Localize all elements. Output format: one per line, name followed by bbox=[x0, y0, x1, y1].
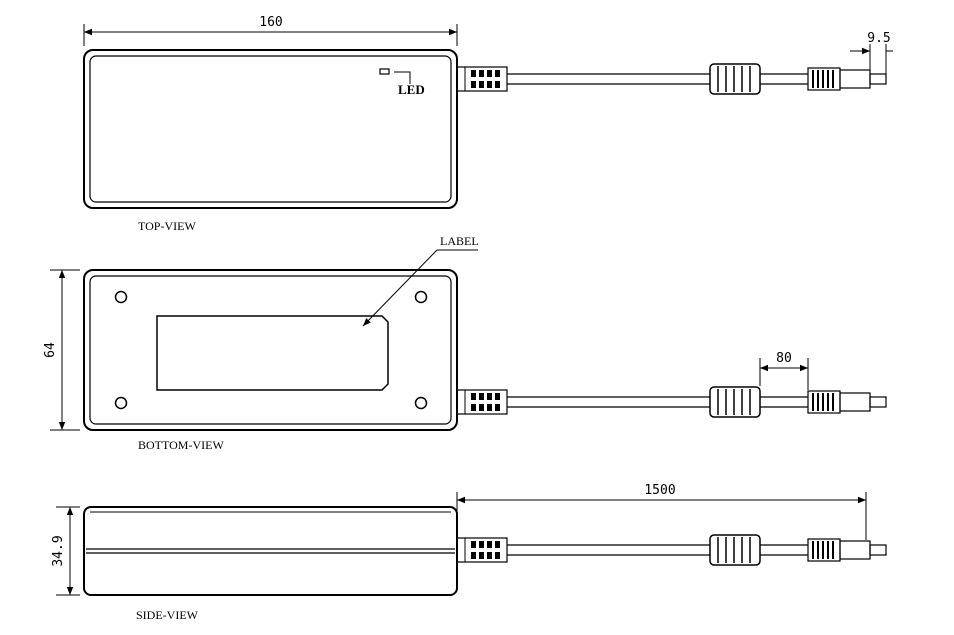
cable-assembly-top bbox=[456, 63, 887, 95]
led-indicator bbox=[379, 68, 390, 75]
dc-plug-barrel bbox=[839, 69, 871, 89]
ferrite-core bbox=[709, 63, 761, 95]
cable-assembly-side bbox=[456, 534, 887, 566]
dimension-length: 160 bbox=[259, 15, 282, 30]
dimension-cable-length: 1500 bbox=[644, 483, 675, 498]
dimension-height: 64 bbox=[43, 342, 58, 358]
screw-hole bbox=[114, 290, 128, 304]
dimension-thickness: 34.9 bbox=[51, 535, 66, 566]
ferrite-core bbox=[709, 386, 761, 418]
screw-hole bbox=[114, 396, 128, 410]
side-view: 1500 34.9 SIDE-VIEW bbox=[51, 483, 887, 622]
label-area bbox=[156, 315, 389, 391]
dc-plug-tip bbox=[869, 73, 887, 85]
dc-plug-barrel bbox=[839, 392, 871, 412]
label-callout: LABEL bbox=[440, 234, 479, 248]
view-label-bottom: BOTTOM-VIEW bbox=[138, 438, 224, 452]
view-label-side: SIDE-VIEW bbox=[136, 608, 199, 622]
dimension-tip: 9.5 bbox=[867, 31, 890, 46]
dc-plug-tip bbox=[869, 396, 887, 408]
adapter-body-side bbox=[83, 506, 458, 596]
adapter-body-bottom bbox=[83, 269, 458, 431]
cable-assembly-bottom bbox=[456, 386, 887, 418]
view-label-top: TOP-VIEW bbox=[138, 219, 196, 233]
bottom-view: LABEL bbox=[43, 234, 887, 452]
dc-plug-barrel bbox=[839, 540, 871, 560]
led-callout-label: LED bbox=[398, 82, 425, 97]
screw-hole bbox=[414, 396, 428, 410]
screw-hole bbox=[414, 290, 428, 304]
adapter-body-top bbox=[83, 49, 458, 209]
ferrite-core bbox=[709, 534, 761, 566]
dimension-cable-end: 80 bbox=[776, 351, 792, 366]
top-view: LED bbox=[83, 15, 893, 233]
dc-plug-tip bbox=[869, 544, 887, 556]
